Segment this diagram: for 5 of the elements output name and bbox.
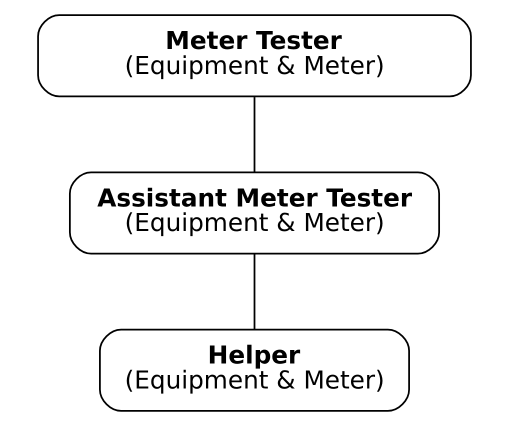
node-box: Assistant Meter Tester (Equipment & Meter) <box>68 171 440 255</box>
connector <box>253 254 255 330</box>
node-box: Helper (Equipment & Meter) <box>98 328 410 412</box>
node-box: Meter Tester (Equipment & Meter) <box>36 14 472 98</box>
connector <box>253 97 255 172</box>
